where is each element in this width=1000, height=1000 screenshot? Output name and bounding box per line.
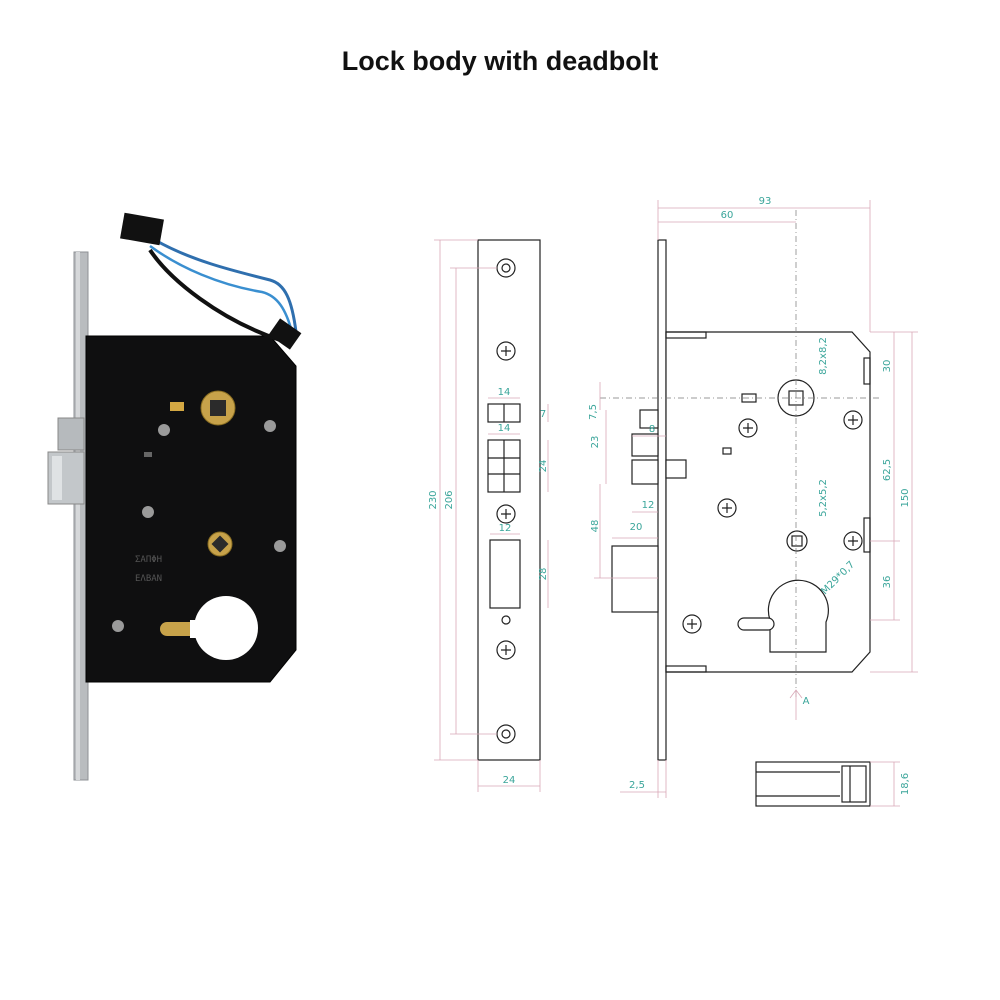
side-screw bbox=[717, 498, 737, 518]
dim-spindle: 8,2x8,2 bbox=[818, 337, 829, 375]
dim-detail-thickness: 18,6 bbox=[900, 773, 911, 795]
side-deadbolt bbox=[611, 545, 659, 613]
front-view-dimensions: 230 206 24 14 14 7 24 12 28 bbox=[428, 387, 549, 786]
dim-screw-spacing: 206 bbox=[444, 490, 455, 509]
dim-latch-height: 7 bbox=[540, 409, 546, 420]
side-cylinder bbox=[767, 579, 829, 653]
dim-deadbolt-projection: 20 bbox=[630, 522, 643, 533]
front-faceplate bbox=[477, 239, 541, 761]
dim-latch-width-top: 14 bbox=[498, 387, 511, 398]
page-title: Lock body with deadbolt bbox=[341, 46, 659, 76]
bottom-detail-view: 18,6 bbox=[755, 761, 911, 807]
dim-right-bottom: 36 bbox=[882, 576, 893, 589]
dim-latch-depth: 12 bbox=[642, 500, 655, 511]
photo-tab bbox=[170, 402, 184, 411]
dim-faceplate-width: 24 bbox=[503, 775, 516, 786]
dim-faceplate-thickness: 2,5 bbox=[629, 780, 645, 791]
photo-stamp-1: ΣΑΠΦΗ bbox=[135, 555, 162, 565]
dim-backset: 60 bbox=[721, 210, 734, 221]
dim-latch-projection: 8 bbox=[649, 424, 655, 435]
side-screw bbox=[843, 410, 863, 430]
side-latch bbox=[639, 409, 659, 429]
side-screw bbox=[738, 418, 758, 438]
detail-body bbox=[755, 761, 871, 807]
photo-screw bbox=[142, 506, 154, 518]
side-faceplate bbox=[657, 239, 667, 761]
dim-small-spindle: 5,2x5,2 bbox=[818, 479, 829, 517]
dim-overall-height: 230 bbox=[428, 490, 439, 509]
dim-depth-total: 93 bbox=[759, 196, 772, 207]
photo-connector bbox=[120, 212, 164, 246]
photo-connector-2 bbox=[268, 318, 302, 350]
photo-screw bbox=[274, 540, 286, 552]
dim-top-offset: 7,5 bbox=[588, 404, 599, 420]
dim-latch-height: 23 bbox=[590, 436, 601, 449]
photo-wire-blue bbox=[154, 238, 298, 333]
side-screw bbox=[682, 614, 702, 634]
front-screw bbox=[496, 640, 516, 660]
side-view-drawing bbox=[594, 200, 918, 798]
front-deadbolt bbox=[489, 539, 521, 609]
side-screw bbox=[843, 531, 863, 551]
side-small-hub bbox=[786, 530, 808, 552]
arrow-label-a: A bbox=[803, 696, 810, 707]
front-screw bbox=[496, 341, 516, 361]
dim-center-width: 12 bbox=[499, 523, 512, 534]
dim-latch-width-mid: 14 bbox=[498, 423, 511, 434]
front-view-drawing bbox=[434, 239, 549, 792]
photo-stamp-2: ΕΛΒΑΝ bbox=[135, 574, 162, 584]
photo-screw bbox=[112, 620, 124, 632]
photo-screw bbox=[158, 424, 170, 436]
dim-bolt-height: 24 bbox=[538, 460, 549, 473]
front-screw bbox=[496, 504, 516, 524]
dim-right-mid: 62,5 bbox=[882, 459, 893, 481]
dim-deadbolt-height: 28 bbox=[538, 568, 549, 581]
dim-right-total: 150 bbox=[900, 488, 911, 507]
lock-photo: ΣΑΠΦΗ ΕΛΒΑΝ bbox=[47, 212, 302, 781]
photo-latch bbox=[57, 417, 85, 451]
dim-right-top: 30 bbox=[882, 360, 893, 373]
photo-faceplate-highlight bbox=[76, 252, 80, 780]
photo-wire-black bbox=[148, 248, 281, 342]
photo-screw bbox=[264, 420, 276, 432]
dim-deadbolt-height: 48 bbox=[590, 520, 601, 533]
